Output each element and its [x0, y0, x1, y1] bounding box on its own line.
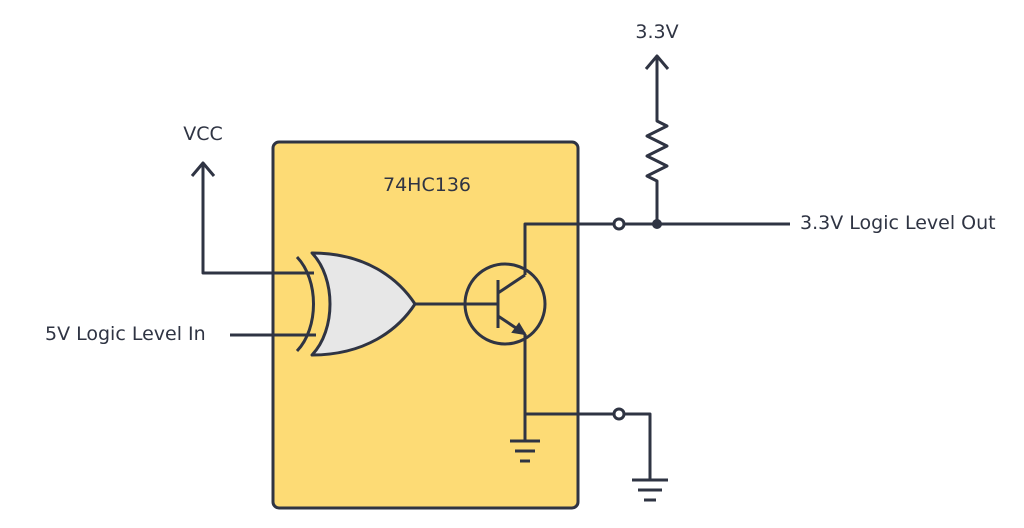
pullup-resistor [645, 56, 669, 224]
output-pin-terminal [612, 217, 626, 231]
ic-part-label: 74HC136 [383, 174, 471, 196]
external-ground-wire [624, 412, 652, 480]
supply-arrow [644, 54, 670, 70]
input-label: 5V Logic Level In [45, 323, 206, 345]
npn-transistor [463, 262, 547, 346]
ground-icon [510, 439, 540, 463]
supply-label: 3.3V [635, 21, 678, 43]
external-ground-icon [632, 478, 668, 502]
vcc-arrow [190, 161, 314, 275]
ground-pin-terminal [612, 407, 626, 421]
xor-gate [295, 251, 417, 357]
vcc-label: VCC [183, 123, 223, 145]
collector-wire [523, 222, 614, 275]
ic-package [271, 140, 580, 510]
output-label: 3.3V Logic Level Out [800, 212, 996, 234]
